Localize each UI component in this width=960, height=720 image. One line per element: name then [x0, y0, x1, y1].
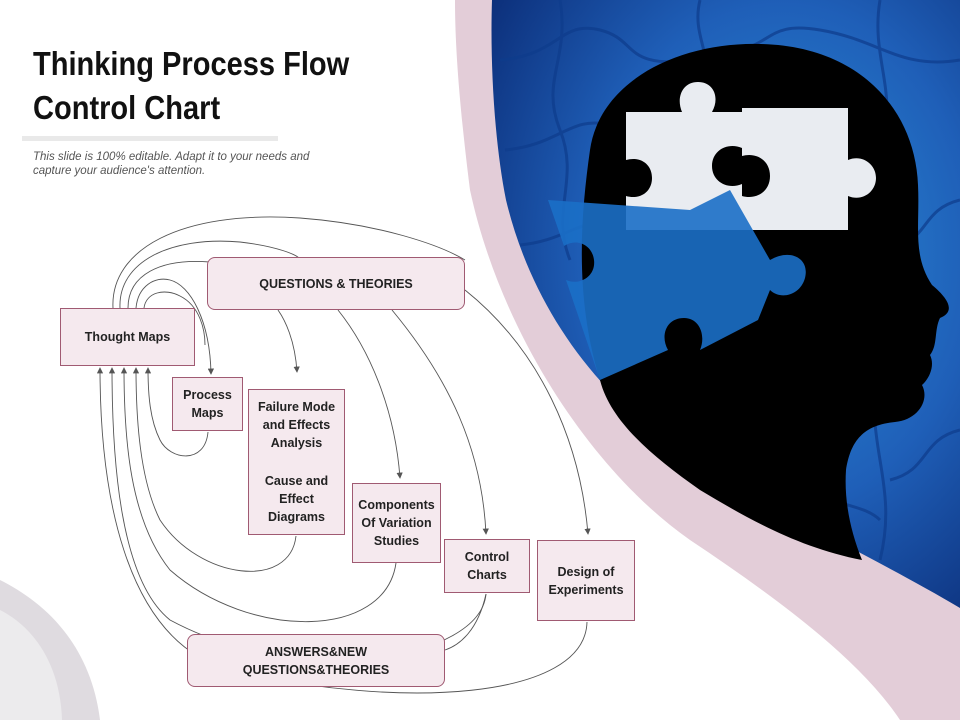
control-line-2: Charts: [467, 568, 507, 582]
components-line-3: Studies: [373, 534, 420, 548]
control-charts-box: Control Charts: [444, 539, 530, 593]
components-line-1: Components: [358, 498, 435, 512]
fmea-line-1: Failure Mode: [257, 400, 336, 414]
control-line-1: Control: [464, 550, 510, 564]
answers-line-2: QUESTIONS&THEORIES: [242, 662, 390, 677]
thought-maps-label: Thought Maps: [84, 330, 171, 344]
title-line-2: Control Chart: [33, 89, 221, 126]
title-line-1: Thinking Process Flow: [33, 45, 350, 82]
puzzle-holes: [626, 82, 876, 230]
corner-blob-inner: [0, 610, 62, 720]
thought-maps-box: Thought Maps: [60, 308, 195, 366]
components-line-2: Of Variation: [361, 516, 432, 530]
cause-line-3: Diagrams: [268, 510, 325, 524]
questions-theories-box: QUESTIONS & THEORIES: [207, 257, 465, 310]
fmea-line-3: Analysis: [270, 436, 323, 450]
process-maps-box: Process Maps: [172, 377, 243, 431]
components-variation-box: Components Of Variation Studies: [352, 483, 441, 563]
answers-new-questions-box: ANSWERS&NEW QUESTIONS&THEORIES: [187, 634, 445, 687]
doe-line-2: Experiments: [548, 582, 624, 597]
title-divider: [22, 136, 278, 141]
questions-theories-label: QUESTIONS & THEORIES: [259, 276, 413, 291]
page-title: Thinking Process Flow Control Chart: [33, 42, 385, 130]
process-maps-line-2: Maps: [191, 406, 224, 420]
floating-piece: [548, 190, 806, 380]
fmea-line-2: and Effects: [262, 418, 331, 432]
answers-line-1: ANSWERS&NEW: [264, 644, 368, 659]
fmea-cause-effect-box: Failure Mode and Effects Analysis Cause …: [248, 389, 345, 535]
subtitle-line-1: This slide is 100% editable. Adapt it to…: [33, 151, 310, 163]
cause-line-2: Effect: [279, 492, 314, 506]
subtitle-line-2: capture your audience's attention.: [33, 165, 206, 177]
process-maps-line-1: Process: [183, 388, 232, 402]
design-experiments-box: Design of Experiments: [537, 540, 635, 621]
subtitle: This slide is 100% editable. Adapt it to…: [33, 150, 353, 178]
doe-line-1: Design of: [557, 564, 615, 579]
cause-line-1: Cause and: [264, 474, 329, 488]
